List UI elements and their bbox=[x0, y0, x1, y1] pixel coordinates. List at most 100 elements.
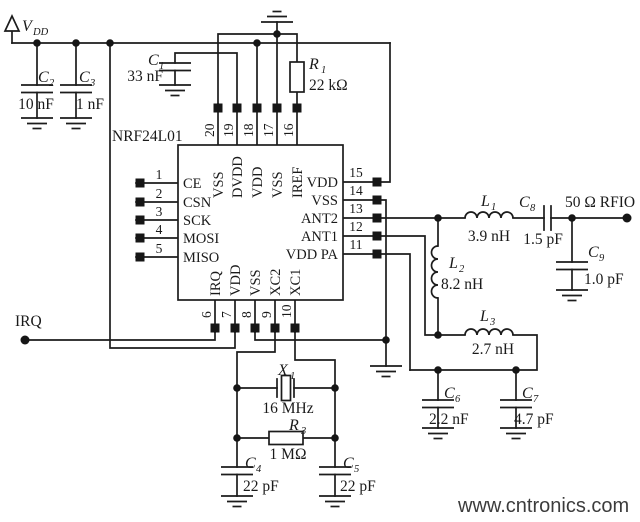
ground-symbol bbox=[59, 117, 93, 130]
l1-value: 3.9 nH bbox=[468, 228, 510, 245]
svg-text:20: 20 bbox=[202, 123, 217, 137]
svg-text:VDD PA: VDD PA bbox=[286, 247, 339, 263]
svg-text:13: 13 bbox=[349, 201, 363, 216]
inductor-l1 bbox=[464, 211, 514, 219]
svg-text:3: 3 bbox=[156, 204, 163, 219]
ic-body bbox=[177, 144, 344, 301]
svg-text:VSS: VSS bbox=[311, 193, 338, 209]
irq-label: IRQ bbox=[15, 313, 42, 330]
svg-text:CSN: CSN bbox=[183, 195, 212, 211]
svg-text:DVDD: DVDD bbox=[230, 156, 246, 198]
svg-text:VSS: VSS bbox=[248, 269, 264, 296]
ground-symbol-inverted bbox=[260, 10, 294, 23]
svg-text:6: 6 bbox=[199, 311, 214, 318]
c8-value: 1.5 pF bbox=[523, 231, 563, 248]
c4-value: 22 pF bbox=[243, 478, 279, 495]
l2-value: 8.2 nH bbox=[441, 276, 483, 293]
ant1-net bbox=[342, 235, 439, 336]
svg-text:3: 3 bbox=[489, 317, 495, 328]
junction-dots bbox=[33, 30, 576, 442]
svg-text:4: 4 bbox=[156, 222, 163, 237]
svg-text:17: 17 bbox=[261, 123, 276, 137]
resistor-r3 bbox=[268, 430, 304, 446]
svg-text:10: 10 bbox=[279, 304, 294, 318]
svg-text:CE: CE bbox=[183, 176, 202, 192]
inductor-l3 bbox=[464, 328, 514, 336]
svg-text:MISO: MISO bbox=[183, 250, 219, 266]
c2-value: 10 nF bbox=[18, 96, 54, 113]
svg-text:11: 11 bbox=[350, 237, 363, 252]
c5-ref: C bbox=[343, 455, 354, 472]
c6-value: 2.2 nF bbox=[429, 411, 469, 428]
vdd-arrow-icon bbox=[3, 13, 21, 32]
r3-ref: R bbox=[288, 417, 299, 434]
svg-text:14: 14 bbox=[349, 183, 363, 198]
c7-value: 4.7 pF bbox=[514, 411, 554, 428]
resistor-r1 bbox=[289, 61, 305, 93]
c1-ref: C bbox=[148, 52, 159, 69]
ground-symbol bbox=[158, 84, 192, 97]
ground-symbol bbox=[499, 427, 533, 440]
l2-ref: L bbox=[448, 255, 458, 272]
svg-text:1: 1 bbox=[159, 61, 164, 72]
svg-text:7: 7 bbox=[533, 394, 539, 405]
x1-value: 16 MHz bbox=[262, 400, 313, 417]
l3-ref: L bbox=[479, 308, 489, 325]
svg-text:ANT2: ANT2 bbox=[301, 211, 338, 227]
svg-text:2: 2 bbox=[49, 78, 55, 89]
c9-ref: C bbox=[588, 244, 599, 261]
svg-text:5: 5 bbox=[156, 241, 163, 256]
svg-text:1: 1 bbox=[156, 167, 163, 182]
ground-symbol bbox=[555, 289, 589, 302]
svg-text:4: 4 bbox=[256, 464, 262, 475]
c7-ref: C bbox=[522, 385, 533, 402]
ground-symbol bbox=[421, 427, 455, 440]
x1-ref: X bbox=[277, 362, 289, 379]
svg-text:12: 12 bbox=[349, 219, 363, 234]
svg-text:VDD: VDD bbox=[307, 175, 338, 191]
capacitor-c9 bbox=[555, 261, 589, 271]
watermark: www.cntronics.com bbox=[457, 495, 629, 517]
svg-text:8: 8 bbox=[530, 203, 536, 214]
svg-text:1: 1 bbox=[491, 202, 496, 213]
svg-text:18: 18 bbox=[241, 123, 256, 137]
irq-terminal bbox=[20, 335, 30, 345]
svg-text:3: 3 bbox=[89, 78, 95, 89]
ground-symbol bbox=[318, 495, 352, 508]
svg-text:1: 1 bbox=[290, 371, 295, 382]
c8-ref: C bbox=[519, 194, 530, 211]
c3-value: 1 nF bbox=[76, 96, 104, 113]
c5-value: 22 pF bbox=[340, 478, 376, 495]
top-ground-rail bbox=[217, 33, 298, 146]
labels: V DD IRQ 50 Ω RFIO NRF24L01 C 2 10 nF C … bbox=[15, 18, 635, 495]
vdd-drop-to-pin7 bbox=[109, 42, 236, 349]
svg-text:2: 2 bbox=[459, 264, 465, 275]
r1-value: 22 kΩ bbox=[309, 77, 348, 94]
c1-value: 33 nF bbox=[127, 68, 163, 85]
svg-text:8: 8 bbox=[239, 311, 254, 318]
svg-text:7: 7 bbox=[219, 311, 234, 318]
svg-text:VSS: VSS bbox=[211, 171, 227, 198]
svg-text:9: 9 bbox=[599, 253, 605, 264]
crystal-x1 bbox=[276, 374, 295, 402]
vss-net bbox=[254, 199, 387, 367]
svg-text:9: 9 bbox=[259, 311, 274, 318]
svg-text:IRQ: IRQ bbox=[208, 271, 224, 297]
r3-value: 1 MΩ bbox=[270, 446, 307, 463]
svg-text:VDD: VDD bbox=[250, 167, 266, 198]
svg-text:MOSI: MOSI bbox=[183, 231, 219, 247]
capacitor-c3 bbox=[59, 84, 93, 94]
c6-ref: C bbox=[444, 385, 455, 402]
l1-ref: L bbox=[480, 193, 490, 210]
ic-pin-labels: 1 2 3 4 5 CE CSN SCK MOSI MISO 15 14 13 … bbox=[156, 123, 363, 318]
svg-text:3: 3 bbox=[300, 426, 306, 437]
svg-text:XC1: XC1 bbox=[288, 269, 304, 296]
svg-text:15: 15 bbox=[349, 165, 363, 180]
svg-text:2: 2 bbox=[156, 186, 163, 201]
svg-text:6: 6 bbox=[455, 394, 461, 405]
c3-ref: C bbox=[79, 69, 90, 86]
svg-text:ANT1: ANT1 bbox=[301, 229, 338, 245]
rfio-terminal bbox=[622, 213, 632, 223]
inductor-l2 bbox=[430, 245, 439, 299]
